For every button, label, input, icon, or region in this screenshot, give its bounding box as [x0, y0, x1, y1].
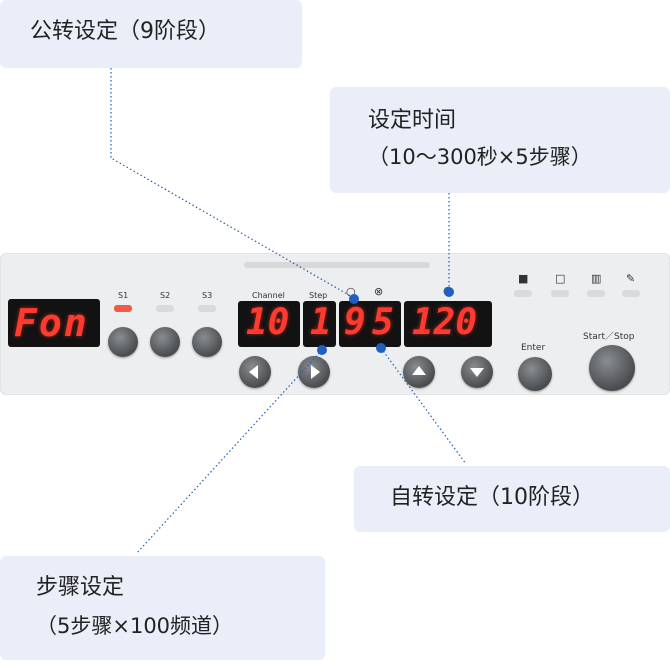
callout-rotation-text: 自转设定（10阶段） — [390, 485, 594, 510]
callout-time-setting: 设定时间 （10～300秒×5步骤） — [330, 87, 670, 193]
right-arrow-button[interactable] — [298, 356, 330, 388]
s3-led — [198, 305, 216, 312]
mode-display-text: Fon — [14, 301, 89, 345]
leader-dot-time — [444, 287, 454, 297]
step-value: 1 — [310, 302, 332, 343]
arrow-up-icon — [412, 366, 426, 375]
leader-dot-rotation — [376, 343, 386, 353]
unlock-led — [551, 290, 569, 297]
rotation-icon: ⊗ — [374, 285, 384, 298]
speed-display: 9 5 — [339, 301, 401, 347]
start-stop-label: Start／Stop — [583, 332, 635, 342]
wrench-led — [622, 290, 640, 297]
up-arrow-button[interactable] — [403, 356, 435, 388]
step-display: 1 — [303, 301, 336, 347]
leader-line-rotation — [380, 347, 467, 465]
s2-led — [156, 305, 174, 312]
down-arrow-button[interactable] — [461, 356, 493, 388]
s1-label: S1 — [118, 291, 129, 300]
arrow-right-icon — [311, 365, 320, 379]
channel-display: 10 — [238, 301, 300, 347]
step-label: Step — [309, 291, 328, 300]
arrow-down-icon — [470, 368, 484, 377]
s1-led — [114, 305, 132, 312]
callout-time-detail: （10～300秒×5步骤） — [368, 145, 592, 169]
callout-step-title: 步骤设定 — [36, 575, 125, 600]
callout-step-setting: 步骤设定 （5步骤×100频道） — [0, 556, 325, 660]
wrench-icon: ✎ — [626, 272, 636, 285]
leader-line-revolution — [110, 68, 355, 299]
control-panel: Fon S1 S2 S3 Channel Step ○ ⊗ ◷ 10 1 9 5… — [0, 253, 670, 395]
s3-label: S3 — [202, 291, 213, 300]
arrow-left-icon — [249, 365, 258, 379]
enter-label: Enter — [521, 343, 546, 353]
lock-icon: ■ — [518, 272, 529, 285]
leader-line-step — [135, 349, 323, 555]
callout-rotation-setting: 自转设定（10阶段） — [354, 466, 670, 532]
s1-button[interactable] — [108, 327, 138, 357]
s2-button[interactable] — [150, 327, 180, 357]
callout-revolution-text: 公转设定（9阶段） — [30, 19, 220, 44]
s2-label: S2 — [160, 291, 171, 300]
unlock-icon: □ — [555, 272, 566, 285]
mode-display: Fon — [8, 299, 100, 347]
callout-time-title: 设定时间 — [368, 108, 457, 133]
channel-label: Channel — [252, 291, 285, 300]
time-display: 120 — [404, 301, 492, 347]
time-value: 120 — [412, 302, 478, 343]
enter-button[interactable] — [518, 357, 552, 391]
rotation-value: 5 — [372, 302, 394, 343]
lid-led — [587, 290, 605, 297]
revolution-value: 9 — [344, 302, 366, 343]
callout-revolution-setting: 公转设定（9阶段） — [0, 0, 302, 68]
left-arrow-button[interactable] — [239, 356, 271, 388]
channel-value: 10 — [246, 302, 290, 343]
callout-step-detail: （5步骤×100频道） — [36, 614, 234, 638]
lid-icon: ▥ — [591, 272, 602, 285]
panel-handle-bar — [244, 262, 430, 268]
revolution-icon: ○ — [346, 285, 356, 298]
s3-button[interactable] — [192, 327, 222, 357]
lock-led — [514, 290, 532, 297]
leader-dot-revolution — [349, 294, 359, 304]
start-stop-button[interactable] — [589, 345, 635, 391]
leader-dot-step — [317, 345, 327, 355]
